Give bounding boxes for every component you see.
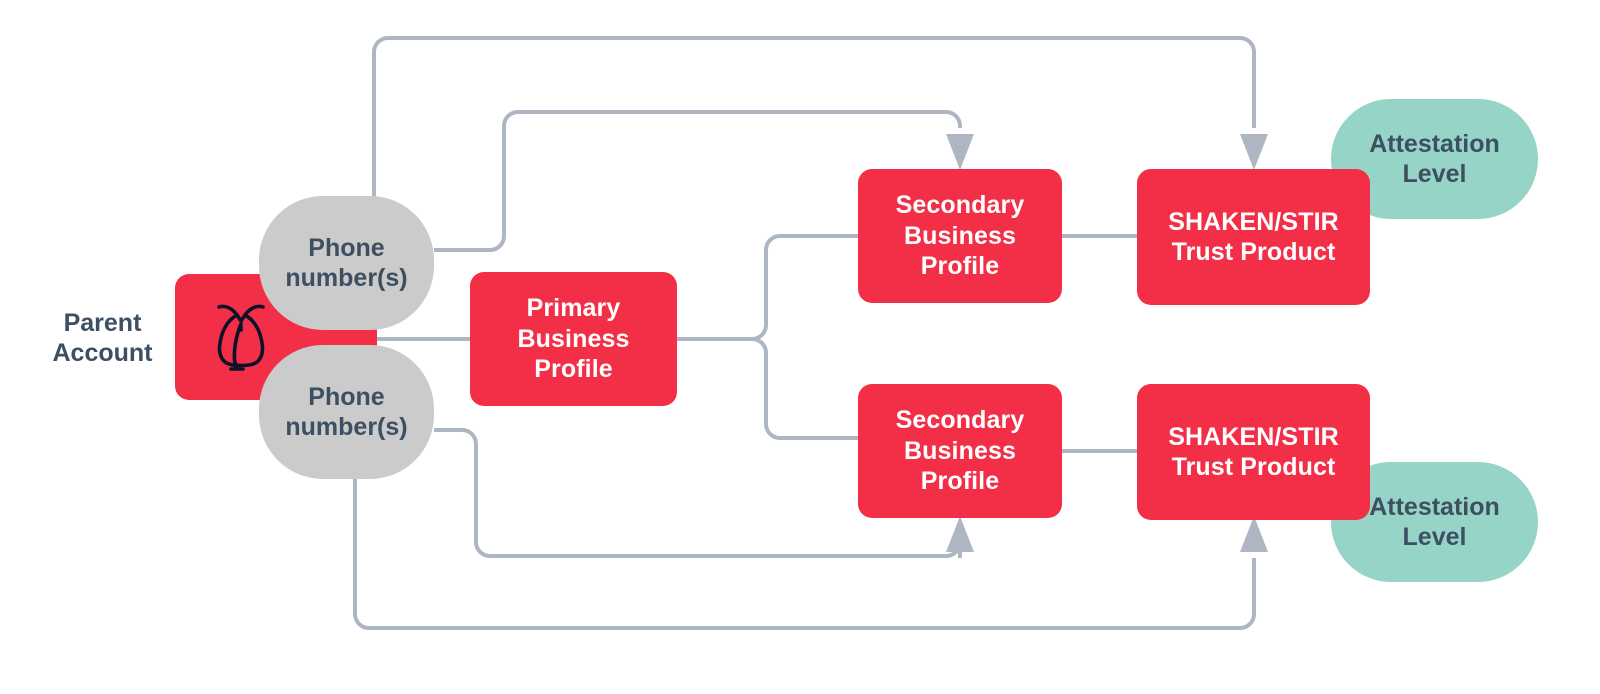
secondary-business-profile-top-label: Secondary Business Profile	[895, 191, 1025, 281]
attestation-level-top-label: Attestation Level	[1369, 129, 1500, 189]
secondary-business-profile-bottom-box[interactable]: Secondary Business Profile	[858, 384, 1062, 518]
primary-business-profile-label: Primary Business Profile	[517, 294, 630, 384]
shaken-stir-trust-product-top-box[interactable]: SHAKEN/STIR Trust Product	[1137, 169, 1370, 305]
secondary-business-profile-bottom-label: Secondary Business Profile	[895, 406, 1025, 496]
shaken-stir-trust-product-top-label: SHAKEN/STIR Trust Product	[1168, 207, 1339, 267]
arrowhead-shaken-top	[1240, 134, 1268, 170]
shaken-stir-trust-product-bottom-label: SHAKEN/STIR Trust Product	[1168, 422, 1339, 482]
wire-phone-bottom-to-shaken-bottom	[353, 478, 1256, 630]
attestation-level-bottom-label: Attestation Level	[1369, 492, 1500, 552]
primary-business-profile-box[interactable]: Primary Business Profile	[470, 272, 677, 406]
phone-numbers-top-bubble[interactable]: Phone number(s)	[259, 196, 434, 330]
shaken-stir-trust-product-bottom-box[interactable]: SHAKEN/STIR Trust Product	[1137, 384, 1370, 520]
arrowhead-secondary-bottom	[946, 516, 974, 552]
wire-phone-top-to-shaken-top	[372, 36, 1256, 228]
parent-account-label-text: Parent Account	[52, 308, 153, 368]
wire-primary-to-secondary-top	[677, 234, 858, 341]
wire-primary-to-secondary-bottom	[677, 337, 858, 440]
secondary-business-profile-top-box[interactable]: Secondary Business Profile	[858, 169, 1062, 303]
wire-phone-top-to-secondary-top	[434, 110, 962, 252]
phone-numbers-bottom-label: Phone number(s)	[285, 382, 408, 442]
arrowhead-secondary-top	[946, 134, 974, 170]
arrowhead-shaken-bottom	[1240, 516, 1268, 552]
phone-numbers-bottom-bubble[interactable]: Phone number(s)	[259, 345, 434, 479]
parent-account-label: Parent Account	[30, 300, 175, 376]
phone-numbers-top-label: Phone number(s)	[285, 233, 408, 293]
attestation-level-bottom-bubble[interactable]: Attestation Level	[1331, 462, 1538, 582]
